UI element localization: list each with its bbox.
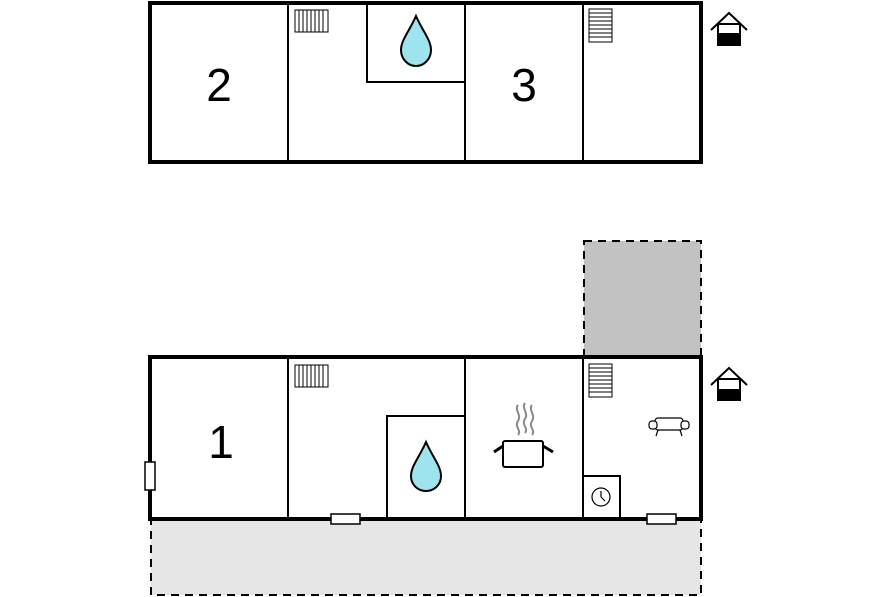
door	[646, 513, 677, 525]
stairs-icon	[588, 363, 613, 398]
house-ground-floor-icon	[710, 366, 748, 401]
water-drop-icon	[399, 13, 433, 68]
room-label-3: 3	[511, 59, 537, 111]
ground-floor: 1	[144, 240, 748, 596]
door	[330, 513, 361, 525]
room-label-1: 1	[208, 416, 234, 468]
clock-icon	[591, 487, 611, 507]
room-label-2: 2	[206, 59, 232, 111]
house-upper-floor-icon	[710, 11, 748, 46]
radiator-icon	[294, 364, 329, 388]
window	[144, 461, 156, 491]
sofa-icon	[648, 417, 690, 437]
cooking-pot-icon	[493, 402, 554, 468]
stairs-icon	[588, 8, 613, 43]
closet	[582, 475, 621, 520]
terrace	[150, 518, 702, 596]
upper-bathroom	[366, 2, 466, 83]
ground-bathroom	[386, 415, 466, 520]
upper-floor: 2 3	[148, 1, 748, 164]
water-drop-icon	[409, 439, 443, 493]
radiator-icon	[294, 9, 329, 33]
covered-terrace	[583, 240, 702, 358]
